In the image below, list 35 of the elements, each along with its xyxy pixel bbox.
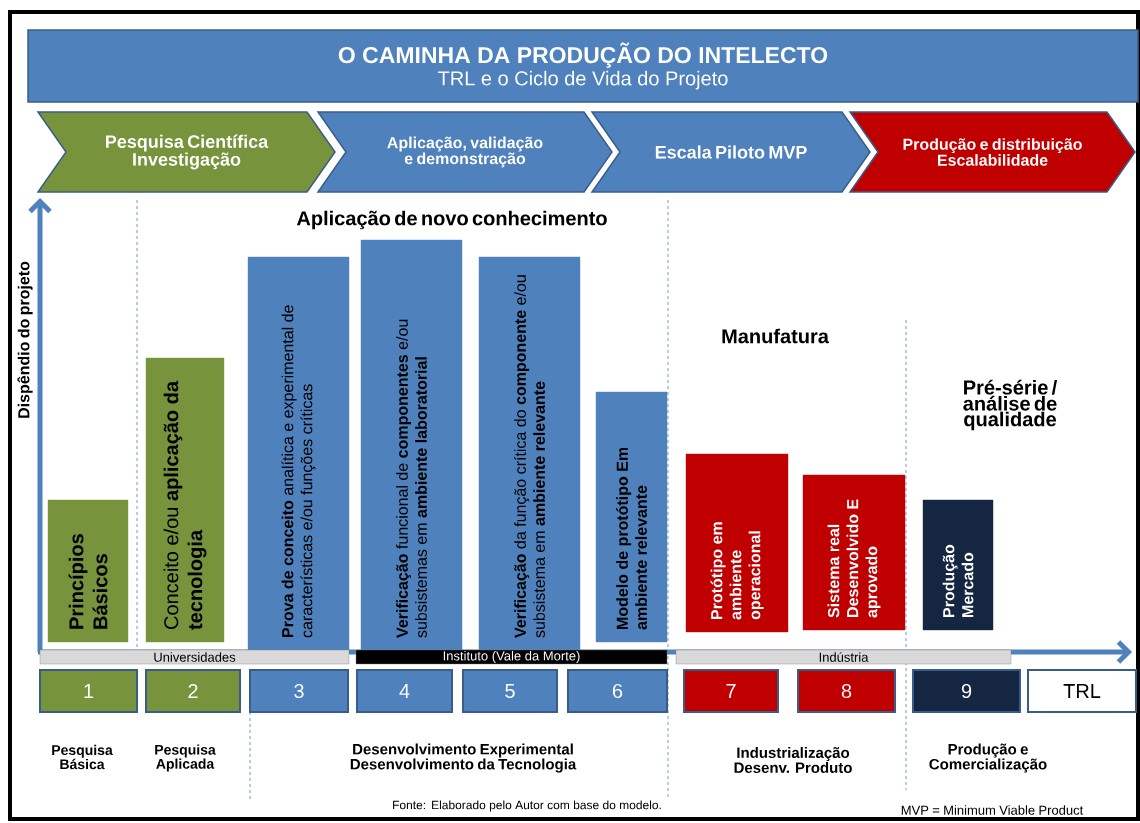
- stage-bar: Princípios Básicos: [47, 499, 129, 643]
- phase-step: Aplicação, validação e demonstração: [316, 111, 613, 193]
- trl-level-box: TRL: [1027, 669, 1137, 713]
- title-banner: O CAMINHA DA PRODUÇÃO DO INTELECTO TRL e o Ciclo de Vida do Projeto: [27, 29, 1139, 103]
- trl-level-box: 6: [567, 669, 668, 713]
- stage-label: Pesquisa Básica: [52, 744, 113, 770]
- section-heading: Manufatura: [722, 328, 829, 344]
- trl-level-box: 7: [683, 669, 779, 713]
- trl-level-box: 2: [145, 669, 241, 713]
- source-note: Fonte: Elaborado pelo Autor com base do modelo.: [393, 800, 661, 812]
- trl-level-box: 9: [912, 669, 1021, 713]
- section-heading: Pré-série / análise de qualidade: [963, 379, 1058, 431]
- sector-band: Universidades: [39, 649, 350, 665]
- phase-step: Produção e distribuição Escalabilidade: [848, 111, 1136, 193]
- phase-step: Pesquisa Científica Investigação: [36, 111, 336, 193]
- stage-bar: Prova de conceito analítica e experimental de características e/ou funções críticas: [247, 256, 350, 651]
- stage-bar: Produção Mercado: [922, 499, 994, 631]
- sector-band: Instituto (Vale da Morte): [355, 649, 668, 665]
- trl-level-box: 1: [39, 669, 138, 713]
- trl-level-box: 5: [462, 669, 558, 713]
- stage-label: Industrialização Desenv. Produto: [734, 747, 852, 773]
- stage-bar: Conceito e/ou aplicação da tecnologia: [145, 357, 225, 643]
- stage-label: Produção e Comercialização: [929, 743, 1047, 773]
- trl-level-box: 3: [249, 669, 349, 713]
- footnote: MVP = Minimum Viable Product: [901, 805, 1084, 815]
- sector-band: Indústria: [675, 649, 1012, 665]
- stage-bar: Sistema real Desenvolvido E aprovado: [802, 474, 906, 631]
- axis-label: Dispêndio do projeto: [17, 261, 33, 418]
- trl-level-box: 4: [356, 669, 453, 713]
- section-heading: Aplicação de novo conhecimento: [296, 210, 607, 230]
- stage-bar: Protótipo em ambiente operacional: [685, 453, 789, 633]
- stage-label: Pesquisa Aplicada: [155, 744, 216, 772]
- trl-level-box: 8: [797, 669, 896, 713]
- phase-step: Escala Piloto MVP: [590, 111, 871, 193]
- stage-label: Desenvolvimento Experimental Desenvolvimento da Tecnologia: [350, 743, 577, 773]
